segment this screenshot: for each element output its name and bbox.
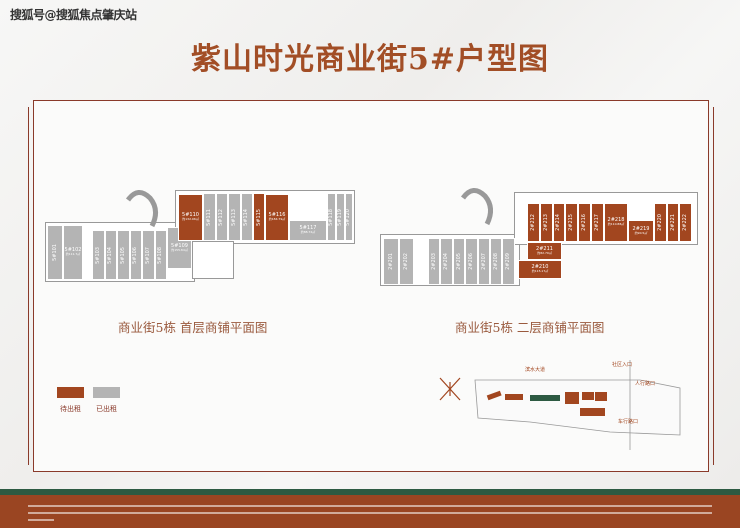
floor1-caption: 商业街5栋 首层商铺平面图 [118, 320, 268, 335]
unit-area: 约111.7㎡ [65, 252, 81, 257]
legend-available-label: 待出租 [60, 405, 81, 413]
legend-rented-swatch [93, 387, 120, 398]
unit-number: 2#218 [607, 217, 625, 224]
shop-unit-2-212: 2#212 [527, 203, 540, 242]
shop-unit-5-108: 5#108 [154, 230, 167, 280]
shop-unit-2-201: 2#201 [383, 238, 399, 285]
footer-disclaimer [0, 495, 740, 528]
watermark: 搜狐号@搜狐焦点肇庆站 [10, 8, 137, 22]
unit-number: 2#219 [632, 225, 650, 232]
floor2-caption: 商业街5栋 二层商铺平面图 [455, 320, 605, 335]
shop-unit-2-205: 2#205 [453, 238, 465, 285]
shop-unit-2-207: 2#207 [478, 238, 490, 285]
shop-unit-5-113: 5#113 [228, 193, 241, 241]
site-plan: 滨水大道 社区入口 人行路口 车行路口 [439, 360, 681, 450]
shop-unit-5-107: 5#107 [142, 230, 155, 280]
shop-unit-2-209: 2#209 [502, 238, 515, 285]
shop-unit-2-203: 2#203 [428, 238, 440, 285]
unit-area: 约132.96㎡ [182, 217, 199, 222]
page-title: 紫山时光商业街5#户型图 [190, 42, 549, 77]
footer-band [0, 489, 740, 495]
shop-unit-2-202: 2#202 [399, 238, 414, 285]
legend-available-swatch [57, 387, 84, 398]
shop-unit-2-208: 2#208 [490, 238, 502, 285]
shop-unit-5-118: 5#118 [327, 193, 336, 241]
site-label-road: 滨水大道 [525, 366, 545, 373]
unit-number: 5#110 [182, 212, 199, 219]
shop-unit-5-101: 5#101 [47, 225, 63, 280]
site-label-community-entrance: 社区入口 [612, 361, 632, 368]
content-frame [28, 100, 714, 472]
unit-number: 2#210 [531, 264, 549, 271]
shop-unit-2-204: 2#204 [440, 238, 453, 285]
shop-unit-2-217: 2#217 [591, 203, 604, 242]
shop-unit-2-215: 2#215 [565, 203, 579, 242]
unit-number: 2#211 [536, 245, 553, 252]
site-label-pedestrian-entrance: 人行路口 [635, 380, 655, 387]
shop-unit-5-105: 5#105 [117, 230, 130, 280]
shop-unit-2-220: 2#220 [654, 203, 667, 242]
shop-unit-5-103: 5#103 [92, 230, 105, 280]
unit-area: 约155.84㎡ [171, 247, 188, 252]
shop-unit-2-206: 2#206 [465, 238, 478, 285]
shop-unit-5-114: 5#114 [240, 193, 253, 241]
shop-unit-5-106: 5#106 [129, 230, 142, 280]
unit-number: 5#102 [64, 247, 82, 254]
shop-unit-5-112: 5#112 [215, 193, 228, 241]
unit-area: 约110.88㎡ [607, 222, 625, 227]
compass-icon [439, 377, 461, 401]
shop-unit-5-120: 5#120 [344, 193, 353, 241]
unit-number: 5#116 [268, 212, 286, 219]
shop-unit-2-216: 2#216 [578, 203, 591, 242]
shop-unit-2-214: 2#214 [552, 203, 566, 242]
site-label-vehicle-entrance: 车行路口 [618, 418, 638, 425]
shop-unit-2-221: 2#221 [666, 203, 680, 242]
unit-area: 约184.79㎡ [268, 217, 286, 222]
shop-unit-5-119: 5#119 [336, 193, 345, 241]
shop-unit-2-222: 2#222 [679, 203, 692, 242]
unit-area: 约82.79㎡ [537, 250, 552, 255]
unit-area: 约88.72㎡ [300, 230, 316, 235]
unit-number: 5#117 [299, 225, 317, 232]
shop-unit-5-104: 5#104 [104, 230, 117, 280]
shop-unit-5-115: 5#115 [253, 193, 265, 241]
unit-area: 约90.5㎡ [634, 230, 648, 235]
unit-area: 约115.17㎡ [531, 269, 549, 274]
unit-number: 5#109 [171, 242, 188, 249]
legend-rented-label: 已出租 [96, 405, 117, 413]
shop-unit-5-111: 5#111 [203, 193, 216, 241]
shop-unit-2-213: 2#213 [539, 203, 553, 242]
